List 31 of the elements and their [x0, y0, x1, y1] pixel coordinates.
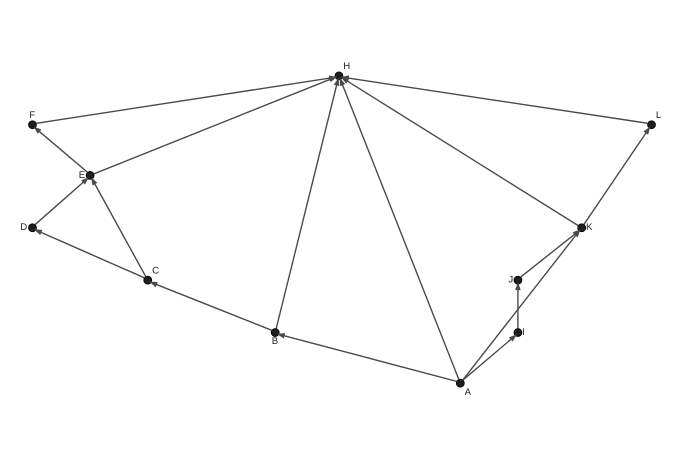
node-circle: [577, 223, 586, 232]
arrow: [33, 126, 88, 173]
node-circle: [143, 276, 152, 284]
node-label: J: [508, 274, 514, 286]
arrow: [34, 177, 90, 225]
node-circle: [514, 276, 522, 284]
node-label: E: [78, 170, 86, 181]
node-circle: [514, 328, 522, 337]
node-label: C: [152, 265, 160, 276]
arrow: [34, 229, 145, 278]
node-circle: [28, 223, 37, 232]
node-label: D: [20, 222, 28, 234]
node-label: L: [656, 110, 662, 121]
node-circle: [28, 120, 37, 130]
arrow: [462, 334, 517, 380]
node-label: F: [29, 110, 36, 121]
node-circle: [456, 378, 465, 388]
arrow: [276, 333, 457, 382]
node-label: H: [343, 61, 350, 72]
node-circle: [86, 171, 94, 180]
arrow: [149, 282, 272, 331]
node-circle: [270, 328, 280, 337]
node-circle: [647, 120, 656, 130]
node-label: K: [586, 222, 592, 234]
arrow: [583, 126, 650, 225]
arrow: [515, 282, 521, 328]
node-label: I: [522, 326, 525, 338]
node-label: A: [464, 386, 472, 398]
node-circle: [334, 71, 344, 80]
node-label: B: [272, 336, 278, 348]
arrow: [91, 177, 146, 277]
